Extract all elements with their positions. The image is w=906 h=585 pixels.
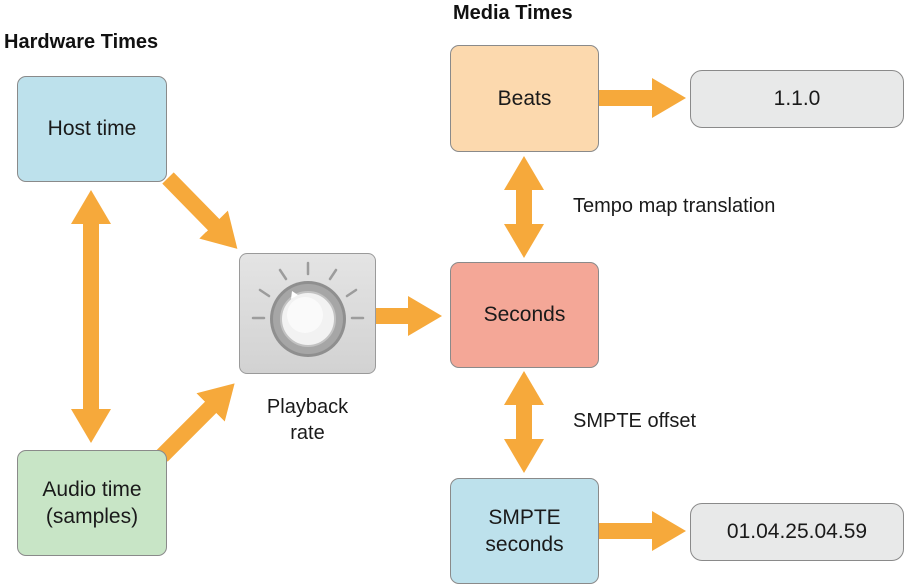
playback-rate-label: Playback rate [266,396,349,444]
smpte-offset-label: SMPTE offset [573,410,697,432]
playback-rate-knob [239,253,376,374]
audio-time-box: Audio time (samples) [17,450,167,556]
host-time-box: Host time [17,76,167,182]
hardware-times-heading: Hardware Times [4,31,159,53]
media-times-heading: Media Times [453,2,573,24]
arrow-audio-to-rate [156,383,235,462]
playback-rate-knob-icon [251,261,365,357]
smpte-seconds-box: SMPTE seconds [450,478,599,584]
beats-value-box: 1.1.0 [690,70,904,128]
smpte-value-box: 01.04.25.04.59 [690,503,904,561]
seconds-box: Seconds [450,262,599,368]
beats-box: Beats [450,45,599,152]
arrow-host-to-rate [162,172,238,249]
tempo-map-translation-label: Tempo map translation [573,195,776,217]
